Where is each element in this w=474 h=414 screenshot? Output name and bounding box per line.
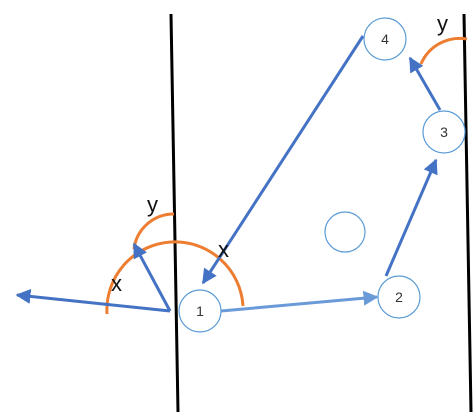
arrow-2-to-3 — [384, 158, 438, 277]
arrow-wall-to-up — [132, 242, 172, 312]
angle-label-x-top: x — [218, 237, 229, 262]
arrow-3-to-4 — [408, 56, 442, 111]
angle-label-x-left: x — [111, 271, 122, 296]
arrow-4-to-1 — [201, 35, 365, 285]
node-2: 2 — [377, 275, 421, 319]
left-wall — [169, 13, 180, 413]
node-4: 4 — [363, 17, 407, 61]
node-1: 1 — [178, 289, 222, 333]
arc-x-large — [105, 240, 245, 315]
empty-circle — [324, 211, 366, 253]
right-wall — [462, 13, 473, 413]
node-1-label: 1 — [196, 303, 204, 319]
angle-label-y-left: y — [147, 192, 158, 217]
node-2-label: 2 — [395, 289, 403, 305]
arrow-1-to-2 — [220, 290, 379, 313]
angle-label-y-right: y — [437, 11, 448, 36]
arc-y-right — [419, 36, 468, 65]
node-3-label: 3 — [440, 124, 448, 140]
node-3: 3 — [422, 110, 466, 154]
node-4-label: 4 — [381, 31, 389, 47]
arrow-wall-to-left — [15, 288, 171, 313]
